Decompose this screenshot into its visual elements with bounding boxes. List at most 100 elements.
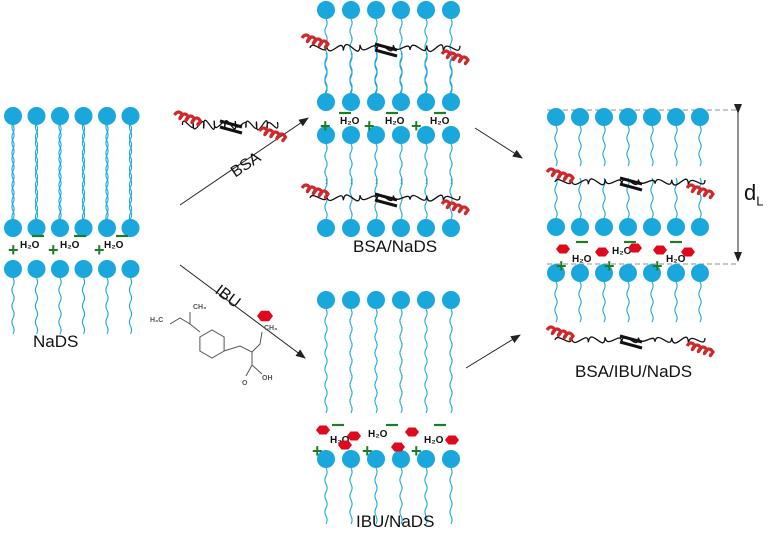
nads-bot-tail-0 [11, 277, 15, 335]
nads-water-0: H₂O [20, 240, 40, 251]
comb-top-head-3 [619, 108, 637, 126]
bsa-top-protein-helix-right [440, 49, 470, 66]
ibu-top-head-0 [317, 291, 335, 309]
comb-low-tail-2 [602, 281, 606, 323]
bsa-bot-head-4 [417, 219, 435, 237]
bsa-low-tail-4 [424, 143, 428, 185]
ibu-bot-head-1 [342, 450, 360, 468]
comb-low-head-5 [667, 264, 685, 282]
mol-label-o: O [242, 380, 248, 387]
comb-low-tail-4 [650, 281, 654, 323]
comb-hex-0 [556, 244, 570, 254]
nads-bot-head-4 [98, 260, 116, 278]
nads-bot-tail-2 [58, 277, 62, 335]
comb-mid-tail-6 [698, 177, 702, 219]
mol-isobutyl [169, 312, 201, 333]
nads-mid-head-0 [4, 219, 22, 237]
comb-top-tail-2 [602, 125, 606, 167]
comb-low-tail-6 [698, 281, 702, 323]
ibu-bot-head-5 [442, 450, 460, 468]
nads-plus-2: + [94, 240, 105, 260]
bsa-low-tail-5 [449, 143, 453, 185]
bsa-top-tail-0 [324, 18, 328, 100]
ibu-top-tail-1 [349, 308, 353, 414]
nads-bot-head-1 [27, 260, 46, 278]
nads-bot-tail-1 [34, 277, 39, 335]
ibu-top-tail-0 [324, 308, 328, 414]
bsa-low-head-1 [342, 126, 360, 144]
nads-mid-tail-3 [81, 114, 86, 220]
ibu-bot-tail-0 [324, 467, 328, 525]
arrow-bsa-to-combined [474, 127, 523, 159]
bsa-low-tail-3 [399, 143, 403, 185]
nads-plus-0: + [8, 240, 19, 260]
ibu-water-0: H₂O [330, 435, 350, 446]
comb-plus-1: + [604, 256, 615, 276]
bsa-bot-head-3 [392, 219, 410, 237]
bsa-top-tail-1 [349, 18, 353, 100]
bsa-top-tail-3 [399, 18, 403, 100]
ibu-top-head-1 [342, 291, 360, 309]
comb-mid-head-4 [643, 218, 661, 236]
mol-label-h3c: H₃C [150, 317, 163, 324]
nads-bot-head-5 [121, 260, 140, 278]
bsa-top-head-5 [442, 1, 460, 19]
ibu-hex-2 [405, 427, 419, 437]
bsa-low-head-4 [417, 126, 435, 144]
bsa-mid-tail-1 [349, 52, 353, 94]
comb-middle-protein-helix-left [545, 167, 575, 184]
comb-hex-2 [628, 243, 642, 253]
comb-water-2: H₂O [666, 254, 686, 265]
comb-hex-4 [681, 247, 695, 257]
nads-plus-1: + [48, 240, 59, 260]
comb-low-head-4 [643, 264, 661, 282]
nads-mid-head-5 [121, 219, 140, 237]
label-dl-sub: L [756, 193, 764, 209]
bsa-water-1: H₂O [385, 116, 405, 127]
nads-mid-tail-1 [34, 114, 39, 220]
ibu-bot-head-2 [367, 450, 385, 468]
ibu-top-head-5 [442, 291, 460, 309]
comb-top-head-4 [643, 108, 661, 126]
ibu-top-head-2 [367, 291, 385, 309]
label-ibu-nads: IBU/NaDS [356, 512, 435, 531]
nads-mid-tail-2 [58, 114, 62, 220]
comb-mid-tail-2 [602, 177, 606, 219]
comb-low-head-2 [595, 264, 613, 282]
ibu-top-tail-4 [424, 308, 428, 414]
bsa-top-protein-helix-left [300, 33, 330, 50]
comb-bottom-protein-helix-right [685, 341, 715, 358]
comb-mid-tail-4 [650, 177, 654, 219]
mol-label-ch3-a: CH₃ [193, 304, 206, 311]
ibu-plus-1: + [362, 441, 373, 461]
comb-mid-head-5 [667, 218, 685, 236]
bsa-mid-tail-5 [449, 52, 453, 94]
comb-mid-head-6 [691, 218, 709, 236]
ibu-plus-2: + [411, 441, 422, 461]
comb-top-head-1 [571, 108, 589, 126]
comb-low-head-6 [691, 264, 709, 282]
bsa-free-helix-right [258, 126, 288, 143]
nads-bot-head-2 [51, 260, 69, 278]
bsa-mid-tail-3 [399, 52, 403, 94]
nads-mid-head-3 [74, 219, 93, 237]
comb-top-head-0 [547, 108, 565, 126]
nads-bot-tail-4 [105, 277, 109, 335]
ibu-plus-0: + [312, 441, 323, 461]
label-nads: NaDS [33, 332, 79, 351]
comb-top-head-5 [667, 108, 685, 126]
ibu-top-tail-2 [374, 308, 378, 414]
ibu-hex-5 [391, 442, 405, 452]
ibu-top-tail-5 [449, 308, 453, 414]
mol-chain [223, 331, 263, 377]
comb-mid-head-0 [547, 218, 565, 236]
arrow-ibu-to-combined [465, 334, 521, 369]
bsa-top-protein-strands [374, 42, 398, 58]
bsa-bot-head-2 [367, 219, 385, 237]
nads-mid-tail-4 [105, 114, 109, 220]
comb-mid-tail-0 [554, 177, 558, 219]
bsa-low-head-2 [367, 126, 385, 144]
bsa-free-helix-left [173, 110, 203, 127]
